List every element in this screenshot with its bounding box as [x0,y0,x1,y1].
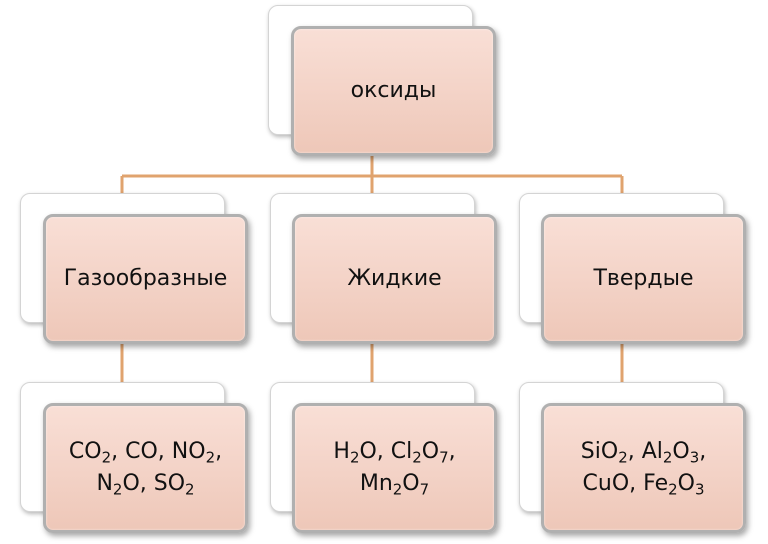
category-node-liquid: Жидкие [292,214,497,344]
root-label: оксиды [350,78,437,104]
examples-node-solid: SiO2, Al2O3, CuO, Fe2O3 [541,403,746,533]
category-label: Газообразные [63,266,228,292]
examples-text: SiO2, Al2O3, CuO, Fe2O3 [580,439,707,499]
examples-text: H2O, Cl2O7, Mn2O7 [333,439,456,499]
examples-node-liquid: H2O, Cl2O7, Mn2O7 [292,403,497,533]
examples-text: CO2, CO, NO2, N2O, SO2 [68,439,223,499]
category-label: Твердые [593,266,694,292]
category-label: Жидкие [347,266,442,292]
category-node-solid: Твердые [541,214,746,344]
category-node-gaseous: Газообразные [43,214,248,344]
examples-node-gaseous: CO2, CO, NO2, N2O, SO2 [43,403,248,533]
root-node: оксиды [291,26,496,156]
